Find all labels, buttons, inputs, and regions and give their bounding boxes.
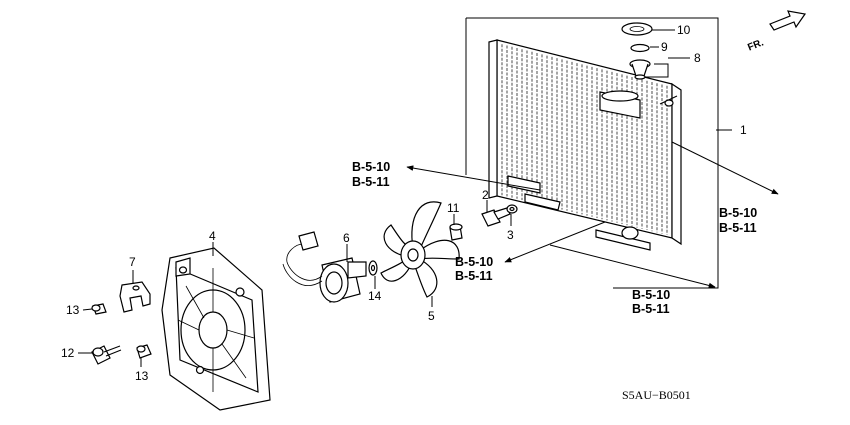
front-label: FR. [746, 37, 765, 53]
part-number-9: 9 [661, 40, 668, 54]
part-number-5: 5 [428, 309, 435, 323]
reference-arrows [406, 141, 779, 289]
bolt-upper [91, 303, 107, 315]
diagram-code: S5AU−B0501 [622, 388, 691, 402]
part-number-labels: 1 2 3 4 5 6 7 8 9 10 11 12 13 13 14 [61, 23, 747, 383]
reference-labels: B-5-10 B-5-11 B-5-10 B-5-11 B-5-10 B-5-1… [352, 160, 757, 316]
part-number-8: 8 [694, 51, 701, 65]
part-number-7: 7 [129, 255, 136, 269]
part-number-10: 10 [677, 23, 691, 37]
drain-cap [449, 223, 463, 241]
radiator [488, 39, 682, 251]
part-number-1: 1 [740, 123, 747, 137]
part-number-2: 2 [482, 188, 489, 202]
ref-right-a: B-5-10 [719, 206, 757, 220]
drain-bolt [481, 204, 518, 227]
front-direction-arrow-icon: FR. [746, 10, 807, 54]
fan-shroud [161, 247, 271, 411]
fan-washer [368, 260, 378, 276]
part-number-12: 12 [61, 346, 75, 360]
part-number-3: 3 [507, 228, 514, 242]
radiator-assembly-frame [465, 17, 719, 289]
radiator-cap-assembly [621, 22, 653, 80]
ref-mid-b: B-5-11 [455, 269, 493, 283]
fan-motor [282, 231, 367, 303]
cooling-fan-blade [380, 201, 460, 298]
part-number-13-lower: 13 [135, 369, 149, 383]
ref-mid-a: B-5-10 [455, 255, 493, 269]
part-number-13-upper: 13 [66, 303, 80, 317]
part-number-14: 14 [368, 289, 382, 303]
part-number-6: 6 [343, 231, 350, 245]
ref-bottom-a: B-5-10 [632, 288, 670, 302]
part-number-4: 4 [209, 229, 216, 243]
leader-lines [78, 29, 732, 367]
ref-top-a: B-5-10 [352, 160, 390, 174]
bracket [119, 281, 151, 313]
ref-top-b: B-5-11 [352, 175, 390, 189]
bolt-large [91, 345, 122, 365]
bolt-lower [136, 344, 152, 359]
ref-right-b: B-5-11 [719, 221, 757, 235]
part-number-11: 11 [447, 201, 460, 215]
ref-bottom-b: B-5-11 [632, 302, 670, 316]
